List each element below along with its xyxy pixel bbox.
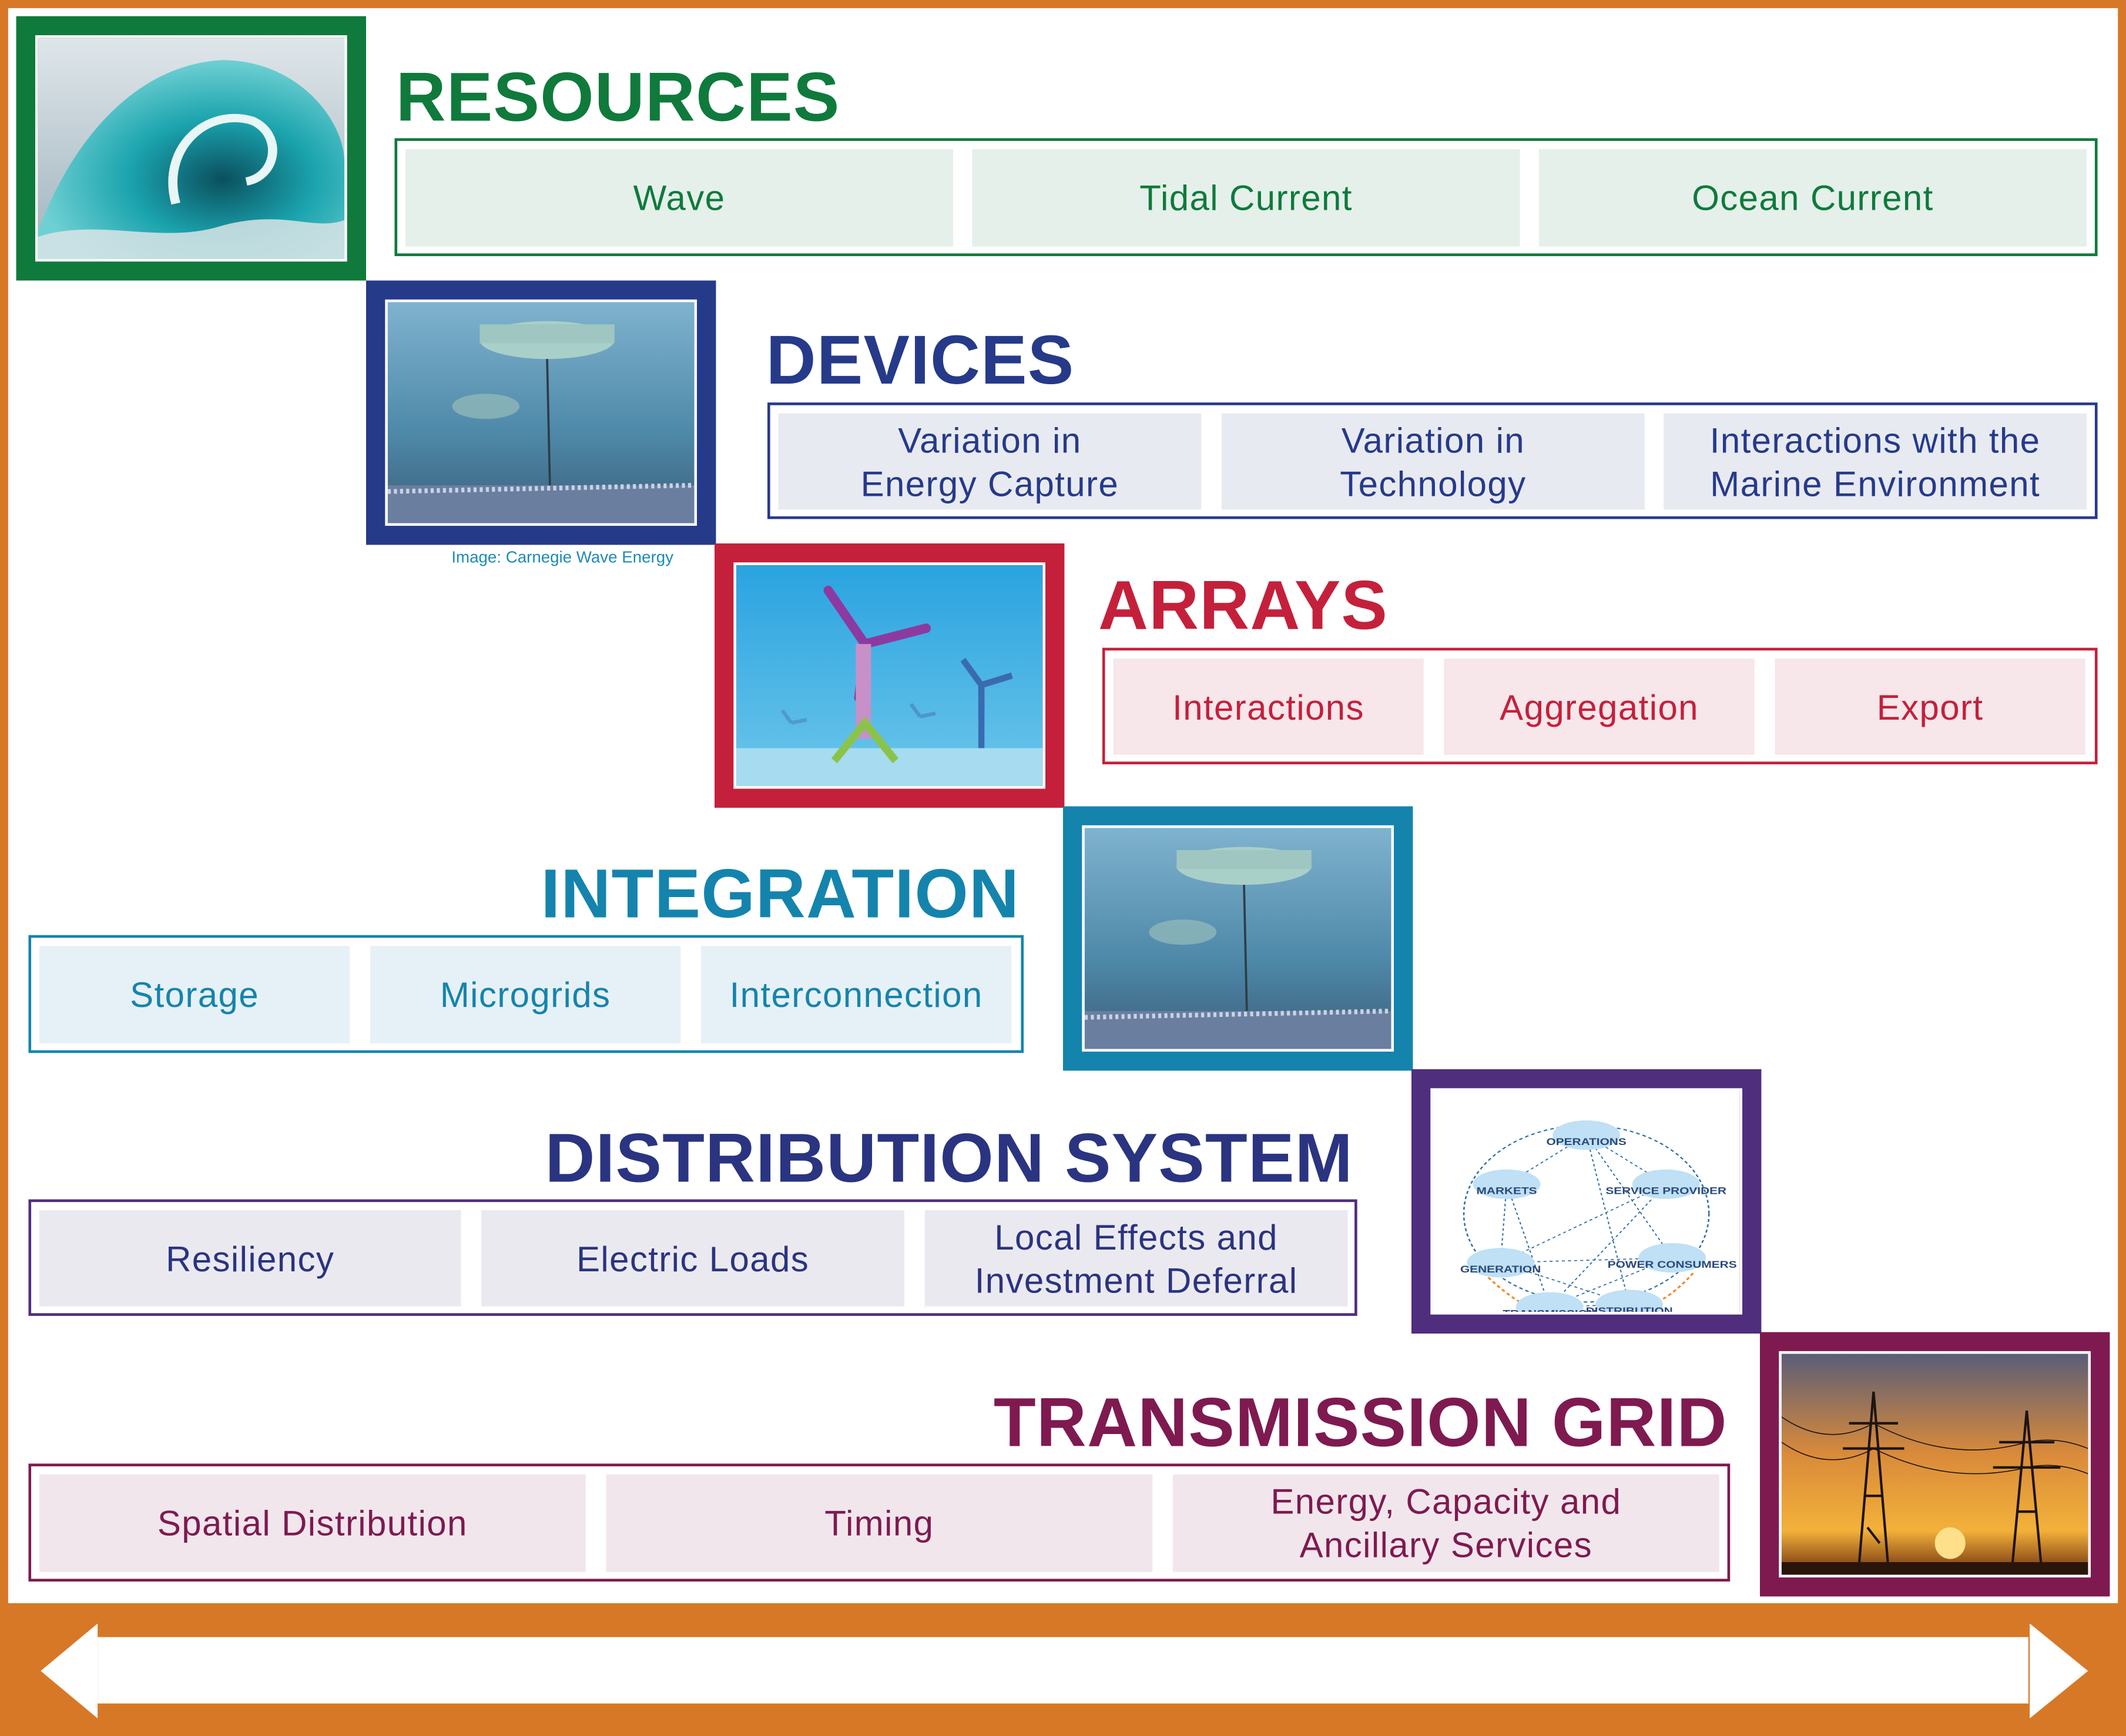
distribution-title: DISTRIBUTION SYSTEM bbox=[545, 1119, 1353, 1197]
network-label: MARKETS bbox=[1477, 1186, 1537, 1197]
bidirectional-arrow-shaft bbox=[98, 1637, 2028, 1704]
devices-image-frame bbox=[365, 280, 716, 545]
arrays-title: ARRAYS bbox=[1098, 566, 1389, 644]
transmission-image-frame bbox=[1760, 1332, 2110, 1597]
devices-title: DEVICES bbox=[766, 321, 1075, 399]
integration-category-box bbox=[28, 935, 1024, 1053]
breaking-wave-photo bbox=[35, 35, 347, 262]
transmission-title: TRANSMISSION GRID bbox=[993, 1384, 1728, 1461]
transmission-item: Timing bbox=[606, 1474, 1153, 1572]
power-network-diagram: MARKETS OPERATIONS SERVICE PROVIDER GENERAT… bbox=[1430, 1088, 1743, 1315]
distribution-item: Electric Loads bbox=[481, 1210, 905, 1307]
resources-item: Wave bbox=[405, 149, 954, 247]
arrays-image-frame bbox=[714, 543, 1065, 808]
distribution-category-box bbox=[28, 1199, 1357, 1316]
transmission-item: Energy, Capacity and Ancillary Services bbox=[1172, 1474, 1719, 1572]
resources-image-frame bbox=[16, 16, 366, 281]
arrow-right-head-icon bbox=[2030, 1623, 2088, 1719]
image-credit-caption: Image: Carnegie Wave Energy bbox=[451, 547, 673, 567]
arrays-item: Export bbox=[1775, 659, 2085, 755]
network-label: DISTRIBUTION bbox=[1586, 1306, 1673, 1312]
devices-category-box bbox=[767, 402, 2098, 519]
network-label: GENERATION bbox=[1460, 1264, 1541, 1275]
arrays-category-box bbox=[1102, 647, 2098, 765]
network-label: OPERATIONS bbox=[1547, 1137, 1627, 1148]
resources-category-box bbox=[394, 138, 2098, 256]
arrays-item: Aggregation bbox=[1444, 659, 1755, 755]
distribution-image-frame: MARKETS OPERATIONS SERVICE PROVIDER GENERAT… bbox=[1411, 1069, 1762, 1334]
resources-item: Ocean Current bbox=[1538, 149, 2087, 247]
transmission-item: Spatial Distribution bbox=[39, 1474, 586, 1572]
integration-title: INTEGRATION bbox=[541, 855, 1020, 933]
integration-item: Storage bbox=[39, 946, 350, 1044]
transmission-towers-sunset-photo bbox=[1779, 1351, 2091, 1578]
devices-item: Variation in Energy Capture bbox=[778, 413, 1202, 510]
integration-image-frame bbox=[1063, 806, 1413, 1071]
network-label: POWER CONSUMERS bbox=[1608, 1260, 1737, 1271]
devices-item: Variation in Technology bbox=[1221, 413, 1645, 510]
network-label: TRANSMISSION bbox=[1503, 1308, 1597, 1312]
network-label: SERVICE PROVIDER bbox=[1605, 1186, 1726, 1197]
resources-title: RESOURCES bbox=[395, 58, 840, 136]
integration-item: Microgrids bbox=[370, 946, 681, 1044]
integration-item: Interconnection bbox=[700, 946, 1012, 1044]
underwater-wave-energy-device-photo bbox=[1082, 825, 1394, 1052]
distribution-item: Resiliency bbox=[39, 1210, 461, 1307]
underwater-wave-energy-device-photo bbox=[385, 299, 698, 526]
resources-item: Tidal Current bbox=[972, 149, 1520, 247]
distribution-item: Local Effects and Investment Deferral bbox=[924, 1210, 1348, 1307]
arrow-left-head-icon bbox=[41, 1623, 98, 1719]
devices-item: Interactions with the Marine Environment bbox=[1664, 413, 2087, 510]
tidal-turbine-array-illustration bbox=[733, 562, 1046, 789]
transmission-category-box bbox=[28, 1463, 1731, 1582]
arrays-item: Interactions bbox=[1113, 659, 1424, 755]
